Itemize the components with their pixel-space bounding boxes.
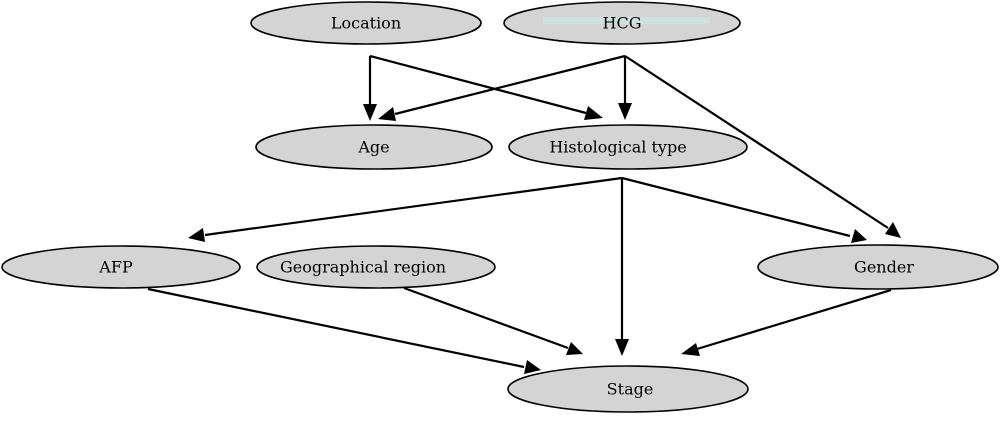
edge-hcg-to-histological-type xyxy=(618,56,632,120)
node-hcg: HCG xyxy=(503,1,741,45)
edge-hcg-to-gender xyxy=(624,55,901,238)
node-gender-label: Gender xyxy=(854,258,914,277)
edge-histological-type-to-stage xyxy=(615,178,629,356)
node-geographical-region: Geographical region xyxy=(256,245,496,289)
node-hcg-label: HCG xyxy=(603,14,642,33)
edge-afp-to-stage xyxy=(147,287,541,374)
node-histological-type: Histological type xyxy=(508,124,748,170)
node-geographical-region-label: Geographical region xyxy=(280,258,446,277)
node-age-label: Age xyxy=(357,138,389,157)
edge-hcg-to-age xyxy=(378,54,626,121)
edge-geographical-region-to-stage xyxy=(403,286,583,355)
node-stage: Stage xyxy=(507,365,749,413)
node-stage-label: Stage xyxy=(607,380,654,399)
nodes-layer: Location HCG Age Histological type AFP G… xyxy=(1,1,999,413)
node-age: Age xyxy=(255,124,493,170)
label-highlight xyxy=(543,17,710,24)
edge-gender-to-stage xyxy=(681,288,892,356)
node-histological-type-label: Histological type xyxy=(549,138,686,157)
node-location-label: Location xyxy=(331,14,401,33)
node-location: Location xyxy=(250,1,482,45)
node-afp: AFP xyxy=(1,245,241,289)
edge-location-to-histological-type xyxy=(369,54,603,120)
edge-histological-type-to-afp xyxy=(188,176,623,242)
edge-location-to-age xyxy=(363,56,377,121)
edges-layer xyxy=(147,54,901,374)
node-gender: Gender xyxy=(757,244,999,290)
edge-histological-type-to-gender xyxy=(621,176,867,243)
node-afp-label: AFP xyxy=(98,258,133,277)
